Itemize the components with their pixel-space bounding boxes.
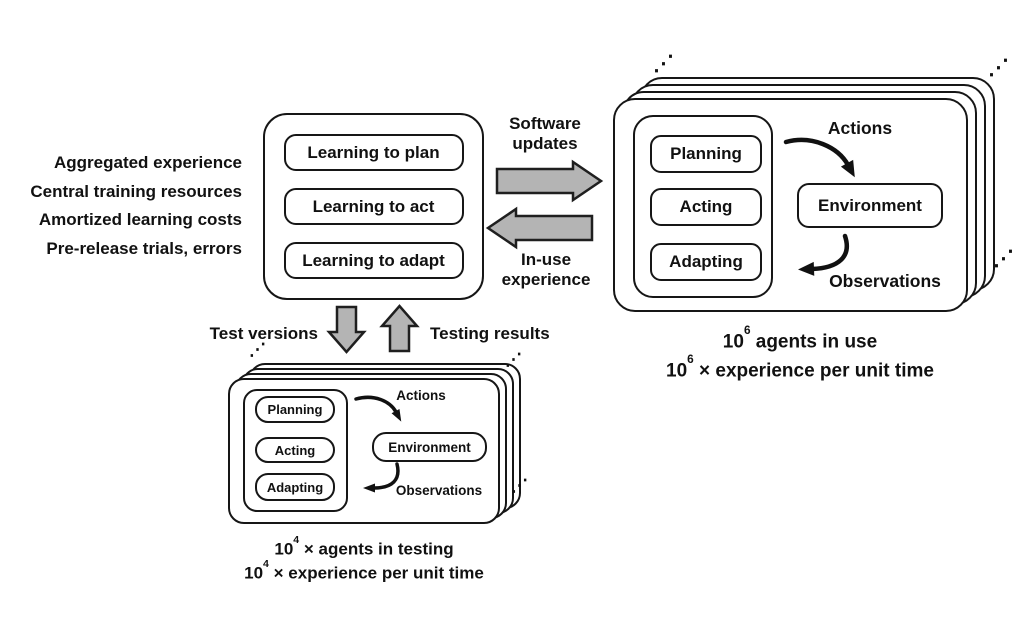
learning-to-plan-box: Learning to plan bbox=[283, 134, 464, 171]
learning-to-adapt-box: Learning to adapt bbox=[283, 242, 464, 279]
software-updates-line1: Software bbox=[509, 114, 581, 133]
deployed-caption2-exponent: 6 bbox=[687, 353, 694, 367]
testing-observations-label: Observations bbox=[395, 483, 483, 498]
deployed-observations-label: Observations bbox=[829, 271, 941, 291]
deployed-caption1-rest: agents in use bbox=[750, 331, 878, 353]
deployed-acting-box: Acting bbox=[650, 188, 762, 226]
note-pre-release-trials: Pre-release trials, errors bbox=[46, 238, 242, 258]
deployed-adapting-box: Adapting bbox=[650, 243, 762, 281]
deployed-caption1-base: 10 bbox=[722, 331, 744, 353]
central-learning-box: Learning to plan Learning to act Learnin… bbox=[263, 113, 484, 300]
testing-caption-line1: 104 × agents in testing bbox=[214, 534, 514, 561]
testing-adapting-box: Adapting bbox=[255, 473, 335, 501]
testing-caption1-rest: × agents in testing bbox=[299, 539, 454, 559]
deployed-environment-box: Environment bbox=[797, 183, 943, 228]
test-versions-label: Test versions bbox=[209, 324, 318, 343]
deployed-stack-ellipsis-bottom-right-icon: ⋰ bbox=[993, 247, 1015, 270]
testing-stack-ellipsis-bottom-right-icon: ⋰ bbox=[511, 476, 529, 495]
testing-results-up-arrow-icon bbox=[379, 304, 420, 353]
testing-acting-box: Acting bbox=[255, 437, 335, 463]
deployed-caption2-base: 10 bbox=[666, 360, 688, 382]
testing-caption-line2: 104 × experience per unit time bbox=[214, 558, 514, 585]
deployed-caption-line2: 106 × experience per unit time bbox=[610, 353, 990, 382]
note-aggregated-experience: Aggregated experience bbox=[53, 153, 242, 172]
testing-actions-label: Actions bbox=[396, 388, 446, 403]
deployed-actions-label: Actions bbox=[827, 118, 893, 138]
testing-planning-box: Planning bbox=[255, 396, 335, 423]
testing-caption1-base: 10 bbox=[274, 539, 294, 559]
note-central-training-resources: Central training resources bbox=[30, 181, 242, 201]
deployed-caption2-rest: × experience per unit time bbox=[693, 360, 934, 382]
testing-caption2-exponent: 4 bbox=[263, 557, 269, 570]
deployed-stack-ellipsis-top-right-icon: ⋰ bbox=[988, 56, 1010, 79]
testing-stack-ellipsis-top-left-icon: ⋰ bbox=[249, 340, 267, 359]
testing-caption1-exponent: 4 bbox=[293, 533, 300, 546]
software-updates-label: Software updates bbox=[495, 114, 595, 154]
testing-environment-box: Environment bbox=[372, 432, 487, 462]
testing-caption2-rest: × experience per unit time bbox=[268, 563, 484, 583]
testing-caption2-base: 10 bbox=[244, 563, 264, 583]
in-use-line1: In-use bbox=[520, 250, 572, 269]
test-versions-down-arrow-icon bbox=[326, 305, 367, 354]
deployed-caption-line1: 106 agents in use bbox=[610, 324, 990, 353]
deployed-planning-box: Planning bbox=[650, 135, 762, 173]
software-updates-line2: updates bbox=[512, 134, 578, 153]
deployed-caption1-exponent: 6 bbox=[743, 324, 751, 338]
learning-to-act-box: Learning to act bbox=[283, 188, 464, 225]
software-updates-arrow-icon bbox=[495, 159, 604, 203]
in-use-experience-arrow-icon bbox=[485, 206, 594, 250]
note-amortized-learning-costs: Amortized learning costs bbox=[38, 210, 242, 229]
in-use-experience-label: In-use experience bbox=[496, 250, 596, 290]
testing-results-label: Testing results bbox=[430, 324, 550, 343]
deployed-stack-ellipsis-top-left-icon: ⋰ bbox=[653, 52, 675, 75]
in-use-line2: experience bbox=[501, 270, 591, 289]
left-notes-list: Aggregated experience Central training r… bbox=[0, 149, 242, 263]
testing-stack-ellipsis-top-right-icon: ⋰ bbox=[505, 350, 523, 369]
